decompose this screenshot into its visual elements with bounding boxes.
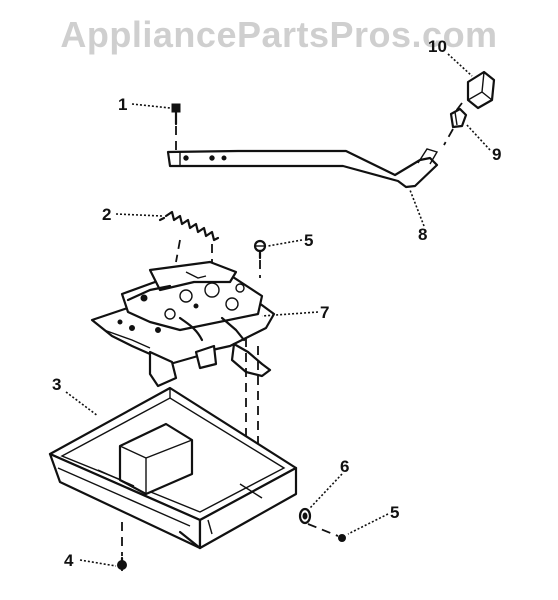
screw-part-1 <box>171 103 181 126</box>
grommet-part-6 <box>298 507 312 525</box>
spring-part-2 <box>158 210 220 242</box>
callout-8: 8 <box>418 225 427 244</box>
base-pan-part-3 <box>48 386 298 550</box>
callout-7: 7 <box>320 303 329 322</box>
callout-1: 1 <box>118 95 127 114</box>
callout-6: 6 <box>340 457 349 476</box>
leader-lines <box>65 53 491 567</box>
callout-4: 4 <box>64 551 74 570</box>
callout-3: 3 <box>52 375 61 394</box>
callout-9: 9 <box>492 145 501 164</box>
bracket-assembly-part-7 <box>90 260 276 388</box>
callout-10: 10 <box>428 37 447 56</box>
screw-part-5-lower <box>307 523 346 542</box>
clip-part-9 <box>449 107 468 129</box>
callout-5-lower: 5 <box>390 503 399 522</box>
screw-part-4 <box>117 522 127 572</box>
callout-2: 2 <box>102 205 111 224</box>
screw-part-5-upper <box>253 239 267 260</box>
callout-5-upper: 5 <box>304 231 313 250</box>
knob-part-10 <box>466 70 496 110</box>
lever-arm <box>166 148 439 189</box>
watermark: AppliancePartsPros.com <box>60 14 498 55</box>
